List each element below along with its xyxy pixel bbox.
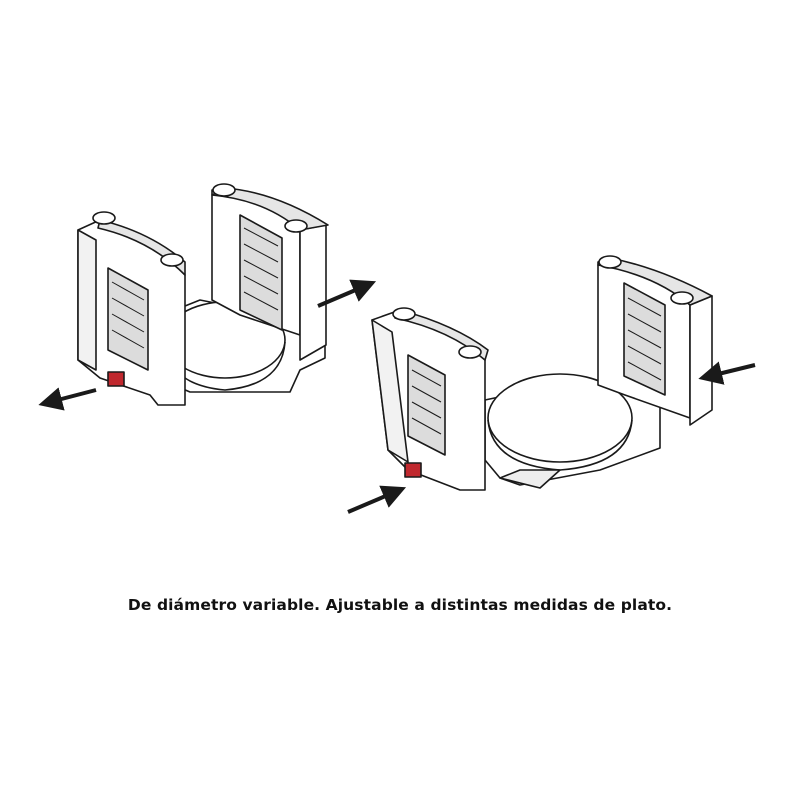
caption-text: De diámetro variable. Ajustable a distin… — [127, 596, 673, 614]
front-wall-compressed — [371, 307, 489, 491]
release-button — [107, 371, 125, 387]
back-wall-grip — [239, 214, 283, 331]
plate-disc-compressed — [487, 373, 633, 463]
front-wall-grip-compressed — [407, 354, 446, 456]
front-wall — [77, 211, 186, 406]
back-wall-compressed — [597, 255, 713, 426]
plate-holder-expanded — [38, 183, 377, 411]
arrow-out-right — [317, 279, 377, 308]
plate-holder-compressed — [347, 255, 756, 514]
arrow-in-left — [347, 485, 407, 514]
arrow-out-left — [38, 387, 97, 411]
arrow-in-right — [698, 361, 756, 385]
release-button-compressed — [404, 462, 422, 478]
back-wall — [211, 183, 329, 361]
